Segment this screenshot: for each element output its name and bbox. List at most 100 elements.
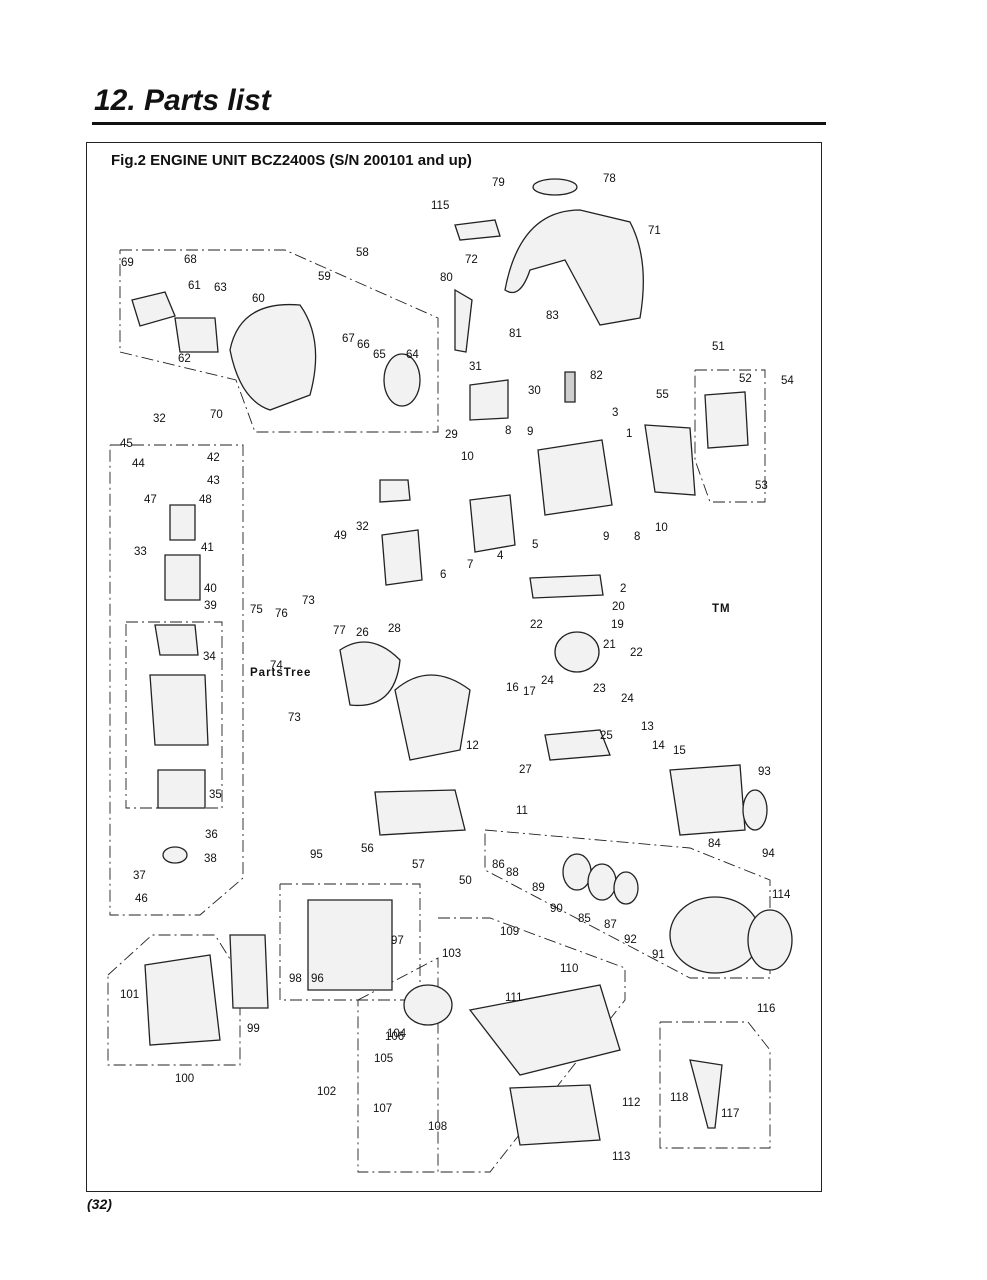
callout-15: 15 [673, 745, 686, 757]
callout-104: 104 [387, 1028, 407, 1040]
callout-13: 13 [641, 721, 654, 733]
callout-103: 103 [442, 948, 461, 960]
callout-93: 93 [758, 766, 771, 778]
callout-43: 43 [207, 475, 220, 487]
callout-45: 45 [120, 438, 133, 450]
callout-108: 108 [428, 1121, 447, 1133]
group-outline-115 [659, 1021, 771, 1149]
callout-68: 68 [184, 254, 197, 266]
callout-58: 58 [356, 247, 369, 259]
callout-32: 32 [356, 521, 369, 533]
group-outline-102 [357, 957, 439, 1173]
diagram-frame [86, 142, 822, 1192]
page-number: (32) [87, 1196, 112, 1212]
figure-caption: Fig.2 ENGINE UNIT BCZ2400S (S/N 200101 a… [111, 152, 472, 169]
callout-28: 28 [388, 623, 401, 635]
callout-2: 2 [620, 583, 626, 595]
callout-62: 62 [178, 353, 191, 365]
callout-84: 84 [708, 838, 721, 850]
callout-31: 31 [469, 361, 482, 373]
callout-6: 6 [440, 569, 446, 581]
callout-109: 109 [500, 926, 519, 938]
callout-80: 80 [440, 272, 453, 284]
callout-51: 51 [712, 341, 725, 353]
callout-111: 111 [505, 992, 522, 1004]
callout-41: 41 [201, 542, 214, 554]
callout-56: 56 [361, 843, 374, 855]
callout-9: 9 [527, 426, 533, 438]
callout-53: 53 [755, 480, 768, 492]
callout-82: 82 [590, 370, 603, 382]
watermark-text: PartsTree [250, 667, 311, 679]
callout-118: 118 [670, 1092, 688, 1104]
callout-24: 24 [621, 693, 634, 705]
callout-22: 22 [530, 619, 543, 631]
callout-75: 75 [250, 604, 263, 616]
callout-99: 99 [247, 1023, 260, 1035]
callout-4: 4 [497, 550, 504, 562]
callout-107: 107 [373, 1103, 392, 1115]
callout-35: 35 [209, 789, 222, 801]
callout-102: 102 [317, 1086, 336, 1098]
callout-117: 117 [721, 1108, 739, 1120]
callout-55: 55 [656, 389, 669, 401]
callout-98: 98 [289, 973, 302, 985]
group-outline-34 [125, 621, 223, 809]
callout-112: 112 [622, 1097, 640, 1109]
callout-92: 92 [624, 934, 637, 946]
callout-97: 97 [391, 935, 404, 947]
callout-22: 22 [630, 647, 643, 659]
callout-105: 105 [374, 1053, 393, 1065]
callout-10: 10 [461, 451, 474, 463]
section-title: 12. Parts list [94, 84, 271, 117]
callout-95: 95 [310, 849, 323, 861]
callout-96: 96 [311, 973, 324, 985]
callout-64: 64 [406, 349, 419, 361]
callout-20: 20 [612, 601, 625, 613]
callout-34: 34 [203, 651, 216, 663]
callout-47: 47 [144, 494, 157, 506]
callout-16: 16 [506, 682, 519, 694]
callout-46: 46 [135, 893, 148, 905]
callout-29: 29 [445, 429, 458, 441]
callout-87: 87 [604, 919, 617, 931]
group-outline-51 [694, 369, 766, 503]
callout-3: 3 [612, 407, 618, 419]
callout-78: 78 [603, 173, 616, 185]
callout-7: 7 [467, 559, 473, 571]
part-shapes [131, 178, 793, 1146]
callout-100: 100 [175, 1073, 194, 1085]
callout-101: 101 [120, 989, 139, 1001]
callout-69: 69 [121, 257, 134, 269]
group-outline-84 [484, 829, 771, 979]
callout-76: 76 [275, 608, 288, 620]
callout-38: 38 [204, 853, 217, 865]
callout-113: 113 [612, 1151, 630, 1163]
watermark-tm: TM [712, 603, 731, 615]
callout-65: 65 [373, 349, 386, 361]
group-outline-100 [107, 934, 241, 1066]
callout-33: 33 [134, 546, 147, 558]
callout-83: 83 [546, 310, 559, 322]
callout-52: 52 [739, 373, 752, 385]
callout-26: 26 [356, 627, 369, 639]
callout-23: 23 [593, 683, 606, 695]
callout-37: 37 [133, 870, 146, 882]
callout-85: 85 [578, 913, 591, 925]
callout-88: 88 [506, 867, 519, 879]
callout-91: 91 [652, 949, 665, 961]
callout-59: 59 [318, 271, 331, 283]
callout-89: 89 [532, 882, 545, 894]
page-number-value: 32 [91, 1196, 108, 1212]
callout-94: 94 [762, 848, 775, 860]
callout-66: 66 [357, 339, 370, 351]
callout-49: 49 [334, 530, 347, 542]
callout-61: 61 [188, 280, 201, 292]
callout-63: 63 [214, 282, 227, 294]
callout-12: 12 [466, 740, 479, 752]
group-outline-58 [119, 249, 439, 433]
callout-79: 79 [492, 177, 505, 189]
title-rule [92, 122, 826, 125]
callout-32: 32 [153, 413, 166, 425]
callout-17: 17 [523, 686, 536, 698]
